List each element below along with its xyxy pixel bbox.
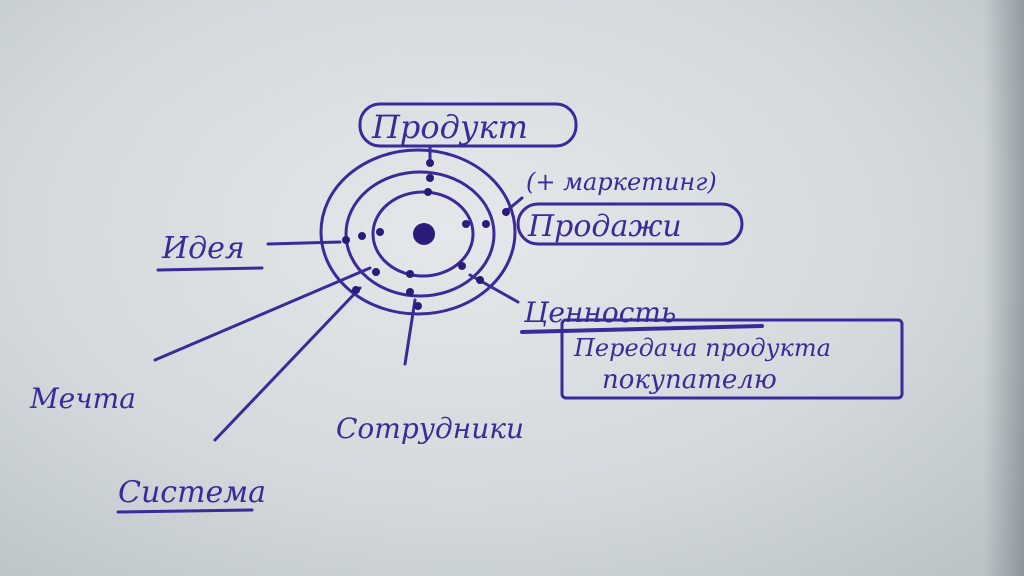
product-label: Продукт	[371, 108, 528, 146]
electron	[458, 262, 466, 270]
transfer-label-line2: покупателю	[602, 365, 777, 395]
nucleus	[413, 223, 435, 245]
value-underline	[520, 324, 764, 334]
electron	[376, 228, 384, 236]
system-line	[213, 286, 362, 442]
orbit-inner	[371, 190, 475, 278]
electron	[462, 220, 470, 228]
electron	[424, 188, 432, 196]
sales-label: Продажи	[527, 209, 682, 244]
sales-box	[516, 202, 744, 246]
page-edge-shadow	[984, 0, 1024, 576]
electron	[482, 220, 490, 228]
orbit-middle	[344, 170, 496, 298]
electron	[406, 270, 414, 278]
electron	[426, 159, 434, 167]
dream-line	[153, 266, 372, 362]
idea-label: Идея	[161, 231, 245, 266]
product-box	[358, 102, 578, 148]
electron	[426, 174, 434, 182]
electron	[406, 288, 414, 296]
system-label: Система	[118, 475, 266, 510]
electron	[502, 208, 510, 216]
idea-underline	[156, 266, 264, 272]
electron	[414, 302, 422, 310]
electron	[342, 236, 350, 244]
system-underline	[116, 508, 254, 514]
value-label: Ценность	[523, 296, 676, 329]
employees-line	[403, 298, 417, 366]
electron	[358, 232, 366, 240]
marketing-label: (+ маркетинг)	[526, 168, 717, 196]
electron	[352, 286, 360, 294]
dream-label: Мечта	[29, 382, 136, 415]
employees-label: Сотрудники	[336, 412, 524, 445]
electron	[372, 268, 380, 276]
transfer-label-line1: Передача продукта	[573, 334, 831, 362]
idea-line	[266, 240, 342, 246]
transfer-box	[560, 318, 904, 400]
electron	[476, 276, 484, 284]
orbit-outer	[319, 148, 517, 316]
